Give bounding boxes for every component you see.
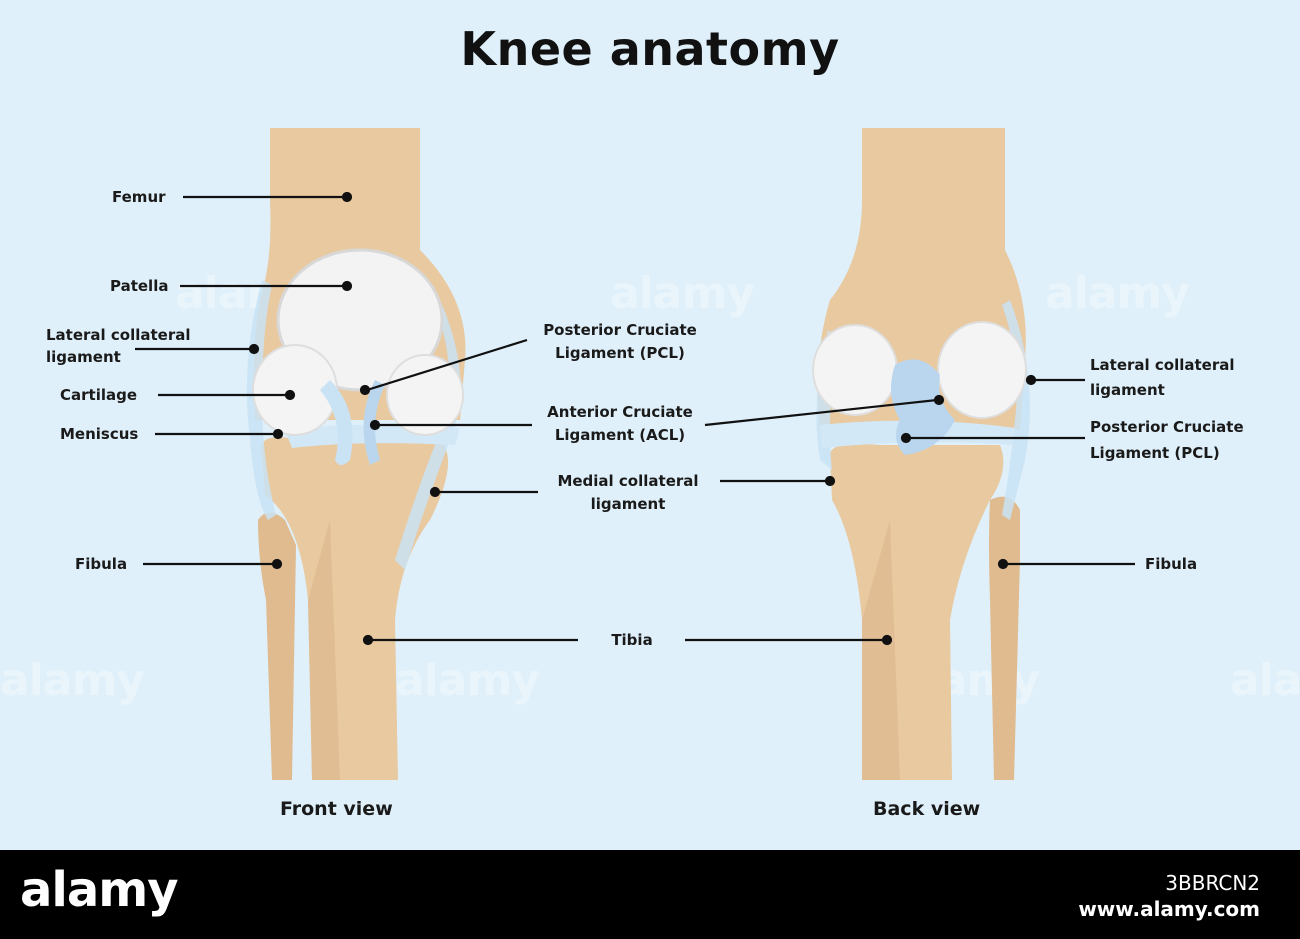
back-knee xyxy=(812,128,1030,780)
label-back-lcl-line2: ligament xyxy=(1090,381,1165,399)
image-code: 3BBRCN2 xyxy=(1165,871,1260,895)
label-front-lcl-line1: Lateral collateral xyxy=(46,326,191,344)
label-tibia: Tibia xyxy=(611,631,653,649)
site-url: www.alamy.com xyxy=(1078,897,1260,921)
label-cartilage: Cartilage xyxy=(60,386,138,404)
back-condyle-left xyxy=(812,324,898,416)
leader-lines xyxy=(135,191,1135,646)
front-tibia xyxy=(261,437,448,780)
label-front-lcl-line2: ligament xyxy=(46,348,121,366)
front-fibula xyxy=(258,512,296,780)
back-cruciates xyxy=(891,359,955,455)
label-meniscus: Meniscus xyxy=(60,425,139,443)
caption-back-view: Back view xyxy=(873,798,981,820)
label-patella: Patella xyxy=(110,277,169,295)
front-knee xyxy=(246,128,466,780)
brand-logo: alamy xyxy=(20,862,179,918)
image-info: 3BBRCN2 www.alamy.com xyxy=(1078,870,1260,922)
label-back-pcl-line1: Posterior Cruciate xyxy=(1090,418,1244,436)
label-front-fibula: Fibula xyxy=(75,555,128,573)
back-fibula xyxy=(989,496,1020,780)
diagram-title: Knee anatomy xyxy=(460,22,840,76)
diagram-canvas: Knee anatomy alamy alamy alamy alamy ala… xyxy=(0,22,1300,820)
label-mcl-line1: Medial collateral xyxy=(557,472,699,490)
knee-illustration xyxy=(135,128,1135,780)
watermark: alamy xyxy=(1230,655,1300,706)
label-acl-line1: Anterior Cruciate xyxy=(547,403,693,421)
label-mcl-line2: ligament xyxy=(590,495,666,513)
watermark: alamy xyxy=(0,655,145,706)
label-femur: Femur xyxy=(112,188,166,206)
watermark: alamy xyxy=(610,268,755,319)
back-tibia xyxy=(830,443,1004,780)
label-back-lcl-line1: Lateral collateral xyxy=(1090,356,1235,374)
label-pcl-line2: Ligament (PCL) xyxy=(555,344,685,362)
label-acl-line2: Ligament (ACL) xyxy=(554,426,686,444)
back-condyle-right xyxy=(937,321,1027,419)
front-condyle-right xyxy=(386,354,464,436)
stock-footer-bar: alamy 3BBRCN2 www.alamy.com xyxy=(0,850,1300,939)
label-back-pcl-line2: Ligament (PCL) xyxy=(1090,444,1220,462)
label-back-fibula: Fibula xyxy=(1145,555,1198,573)
label-pcl-line1: Posterior Cruciate xyxy=(543,321,697,339)
caption-front-view: Front view xyxy=(280,798,393,820)
watermark: alamy xyxy=(395,655,540,706)
front-acl xyxy=(320,380,353,465)
watermark: alamy xyxy=(1045,268,1190,319)
